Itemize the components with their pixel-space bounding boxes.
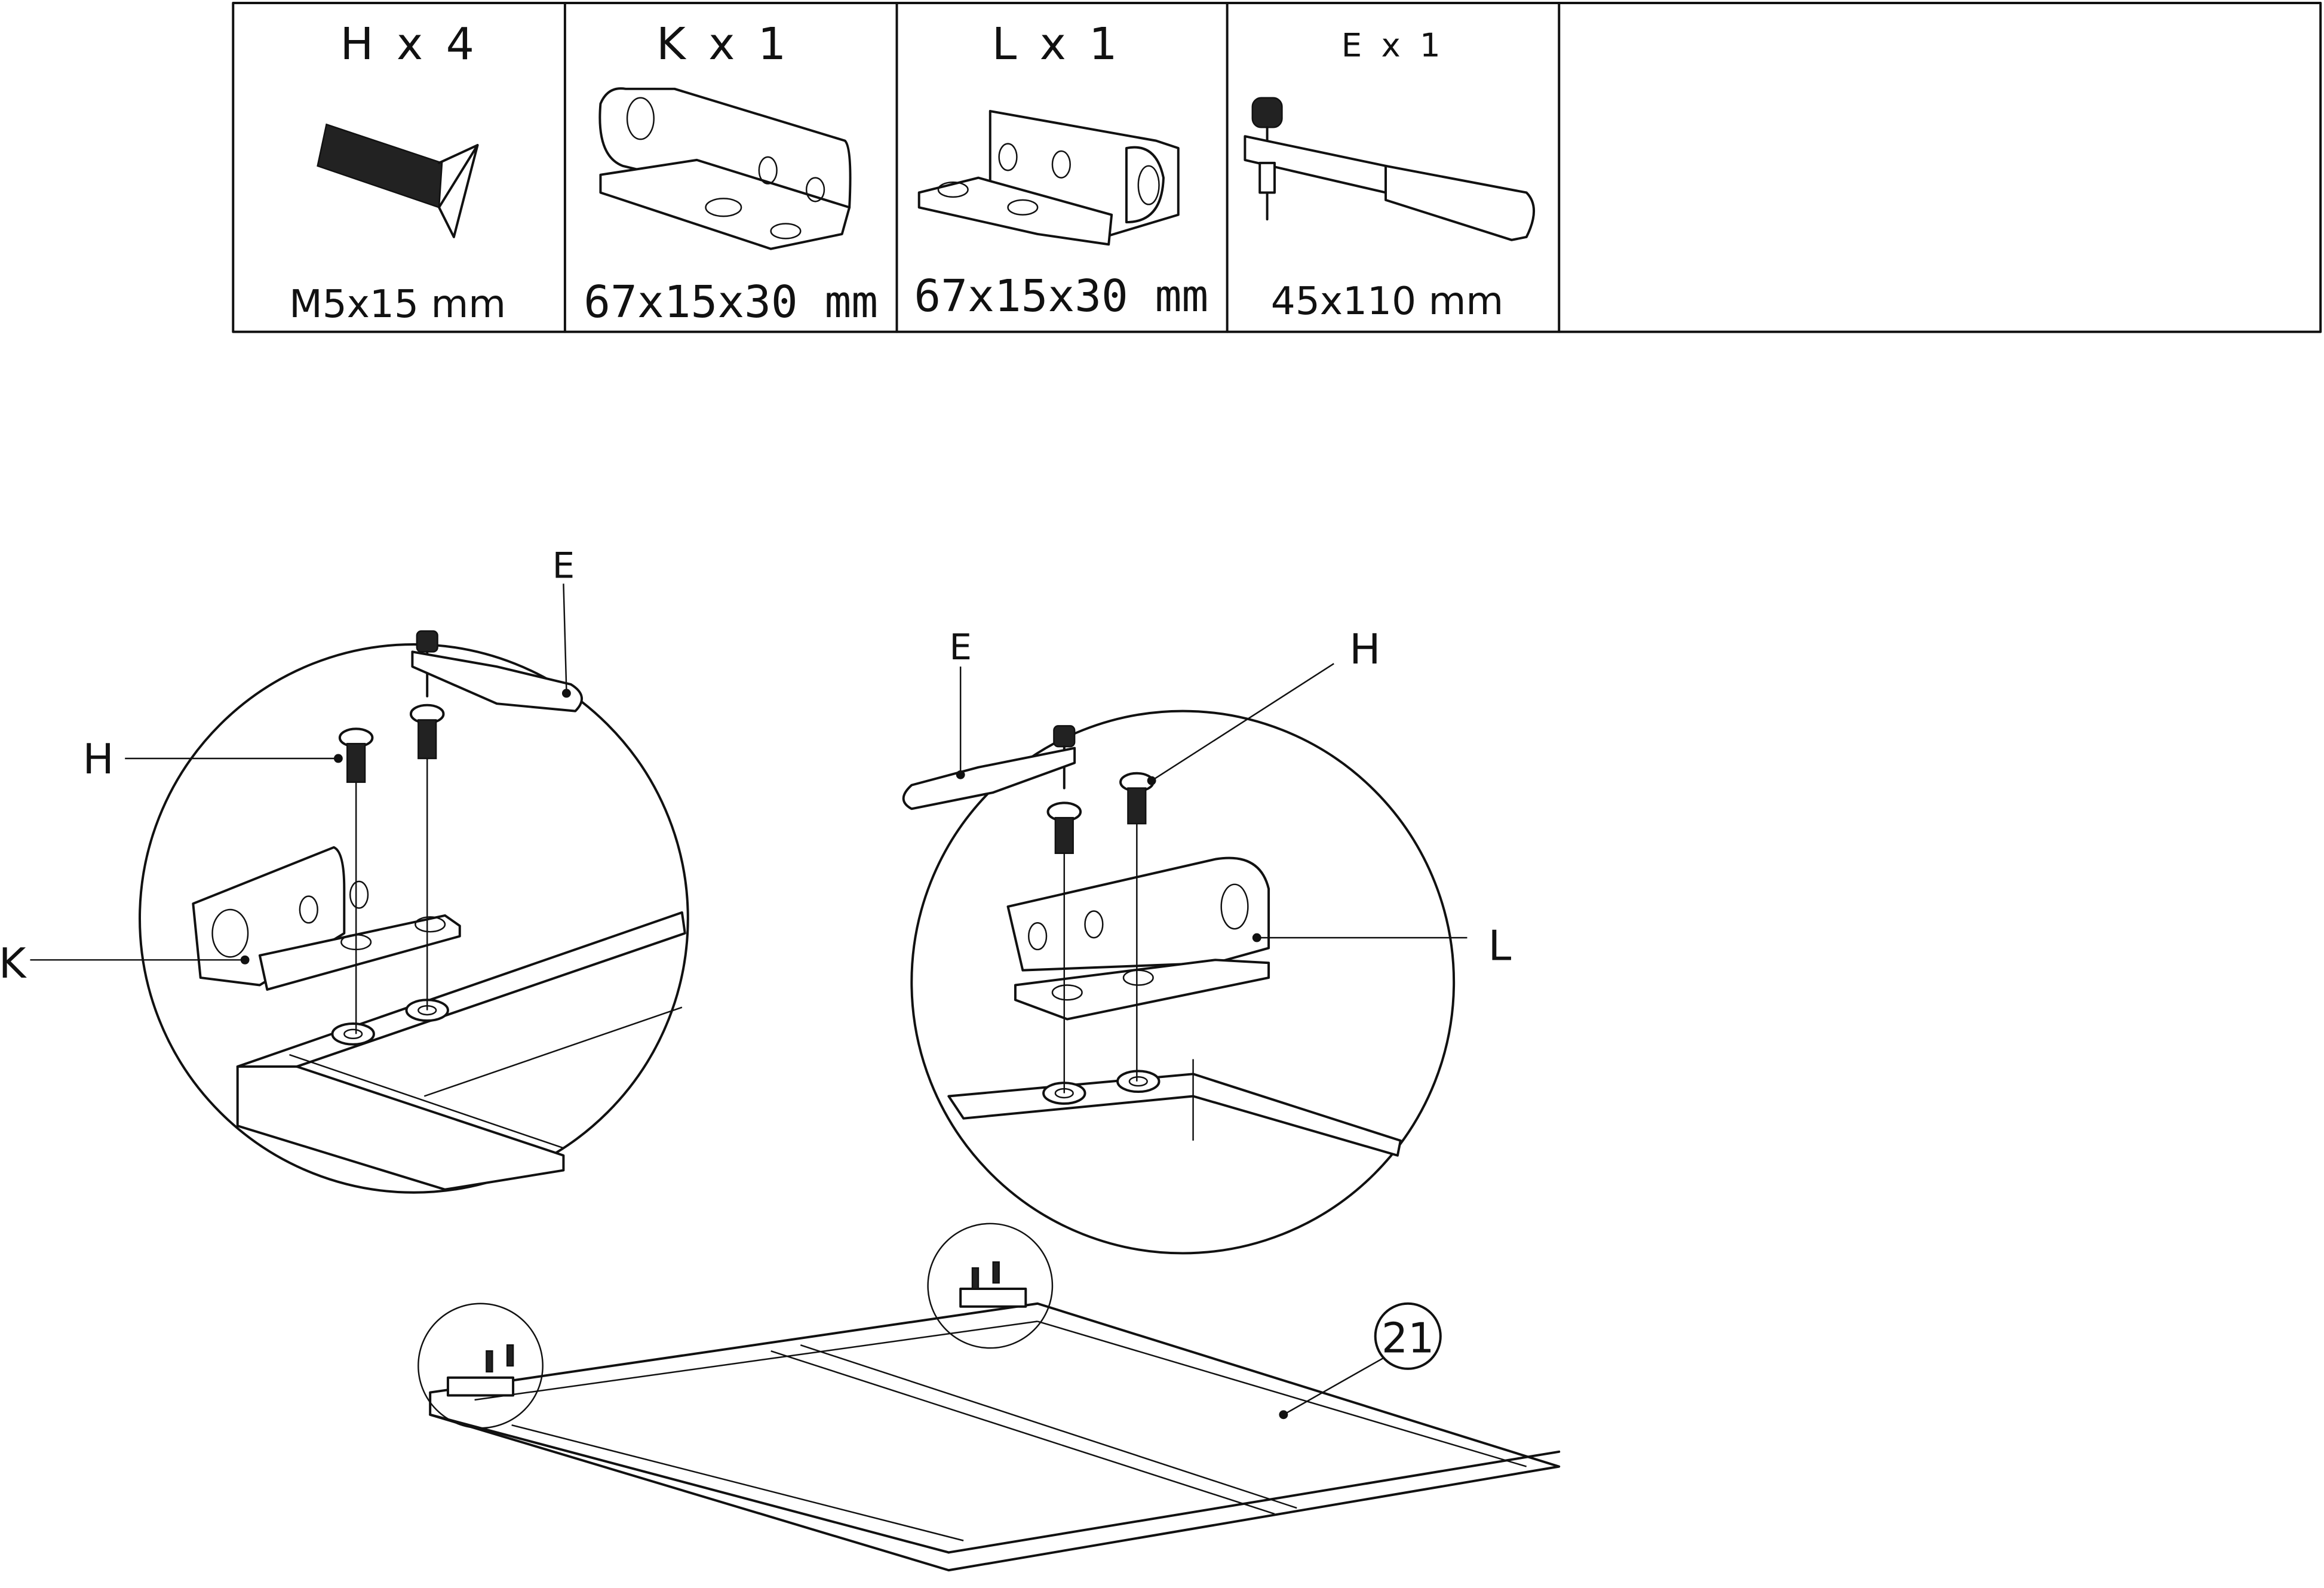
part-label-e: E x 1 bbox=[1341, 26, 1445, 64]
part-size-l: 67x15x30 mm bbox=[914, 270, 1208, 322]
frame-overview: 21 bbox=[417, 1223, 1561, 1572]
part-label-l: L x 1 bbox=[992, 18, 1122, 70]
bracket-k-icon bbox=[598, 87, 852, 250]
part-label-h: H x 4 bbox=[340, 18, 479, 70]
bracket-l-icon bbox=[917, 110, 1180, 246]
detail-marker-right bbox=[927, 1223, 1054, 1349]
callout-k-left: K bbox=[0, 940, 27, 988]
table-border bbox=[232, 1, 2322, 333]
callout-h-left: H bbox=[82, 736, 113, 784]
detail-marker-left bbox=[417, 1303, 544, 1429]
right-detail-view: E H L bbox=[902, 626, 1512, 1255]
callout-e-left: E bbox=[552, 545, 575, 586]
detail-circle-left bbox=[139, 643, 689, 1194]
left-detail-view: E H K bbox=[0, 545, 689, 1194]
detail-circle-right bbox=[910, 709, 1456, 1255]
callout-l-right: L bbox=[1488, 922, 1512, 970]
step-number: 21 bbox=[1381, 1315, 1434, 1363]
part-size-e: 45x110 mm bbox=[1271, 279, 1503, 324]
hinge-arm-e-icon bbox=[1244, 97, 1536, 241]
parts-table: H x 4 K x 1 L x 1 E x 1 M5x15 mm 67x15x3… bbox=[232, 1, 2322, 333]
callout-h-right: H bbox=[1349, 626, 1380, 674]
callout-e-right: E bbox=[949, 627, 972, 668]
part-label-k: K x 1 bbox=[656, 18, 791, 70]
part-size-k: 67x15x30 mm bbox=[584, 276, 878, 328]
step-number-badge bbox=[1374, 1302, 1442, 1370]
screw-h-icon bbox=[317, 123, 479, 238]
part-size-h: M5x15 mm bbox=[289, 282, 506, 327]
